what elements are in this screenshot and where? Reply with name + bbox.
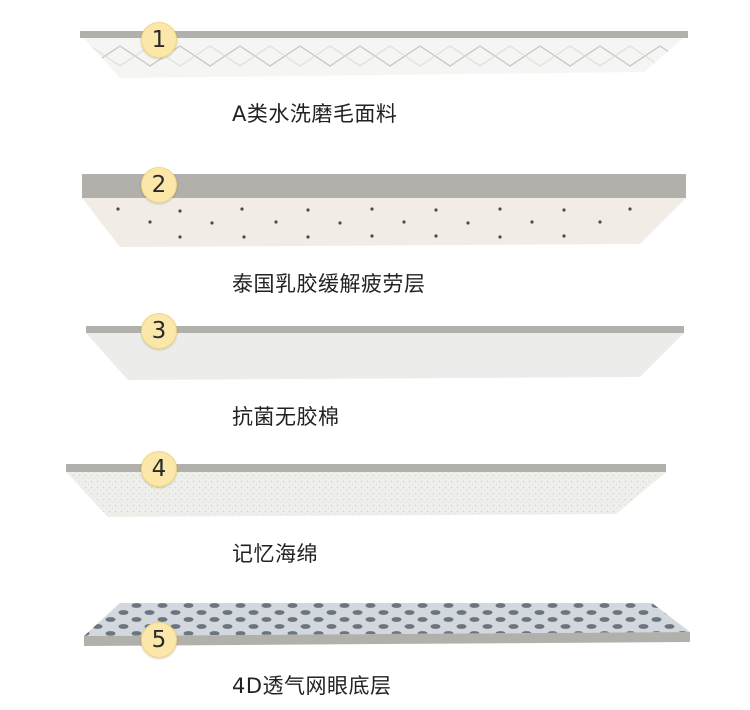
layer-label: 泰国乳胶缓解疲劳层 xyxy=(232,272,426,296)
layer-number-badge: 5 xyxy=(141,622,177,658)
layer-number-badge: 1 xyxy=(141,22,177,58)
layer-number-badge: 4 xyxy=(141,451,177,487)
layer-number-badge: 3 xyxy=(141,313,177,349)
layer-4-memory-foam xyxy=(66,464,666,517)
layer-label: A类水洗磨毛面料 xyxy=(232,102,398,126)
layer-2-latex xyxy=(82,174,686,247)
layer-3-cotton xyxy=(86,326,684,380)
layer-label: 记忆海绵 xyxy=(232,542,318,566)
layer-label: 抗菌无胶棉 xyxy=(232,405,340,429)
layer-5-mesh xyxy=(84,603,690,646)
layer-number-badge: 2 xyxy=(141,167,177,203)
layer-1-fabric xyxy=(80,31,688,78)
layer-label: 4D透气网眼底层 xyxy=(232,674,392,698)
